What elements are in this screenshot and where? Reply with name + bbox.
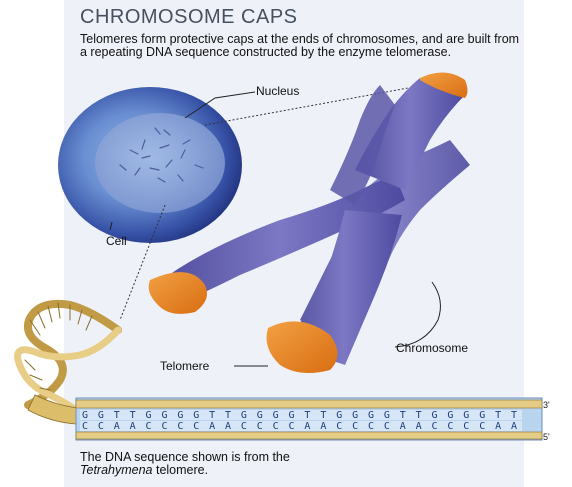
figure-caption: The DNA sequence shown is from the Tetra… (80, 451, 500, 477)
caption-line-2-rest: telomere. (153, 463, 209, 477)
telomere-cap-left (149, 272, 207, 314)
figure-title: CHROMOSOME CAPS (80, 6, 298, 29)
nucleus (95, 113, 225, 213)
cell-label: Cell (106, 234, 127, 248)
bottom-strand-ribbon (76, 432, 542, 439)
figure-subtitle: Telomeres form protective caps at the en… (80, 33, 520, 59)
caption-line-2: Tetrahymena telomere. (80, 464, 500, 477)
nucleus-label: Nucleus (256, 84, 299, 98)
chromosome-label: Chromosome (396, 341, 468, 355)
caption-species: Tetrahymena (80, 463, 153, 477)
bottom-strand-end: 5' (543, 432, 550, 442)
telomere-label: Telomere (160, 359, 209, 373)
top-strand-end: 3' (543, 400, 550, 410)
sequence-box: GGTTGGGGTTGGGGTTGGGGTTGGGGTT CCAACCCCAAC… (76, 398, 550, 442)
top-strand-ribbon (76, 400, 542, 408)
chromosome-leader (395, 282, 440, 347)
